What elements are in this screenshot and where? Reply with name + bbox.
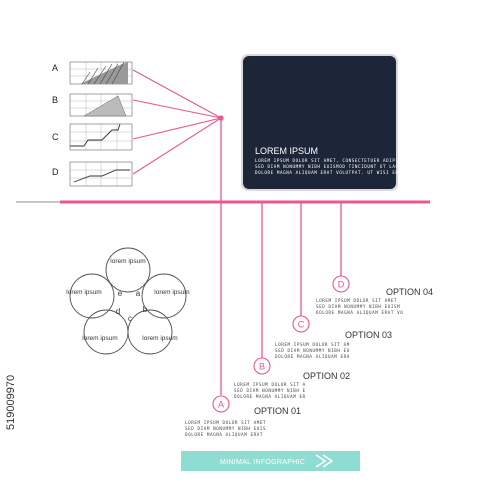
card-line-2: SED DIAM NONUMMY NIBH EUISMOD TINCIDUNT … xyxy=(255,164,411,169)
footer-label: MINIMAL INFOGRAPHIC xyxy=(220,459,305,466)
option-b: B OPTION 02 LOREM IPSUM DOLOR SIT A SED … xyxy=(234,357,350,399)
footer-banner: MINIMAL INFOGRAPHIC xyxy=(181,451,360,471)
card-line-3: DOLORE MAGNA ALIQUAM ERAT VOLUTPAT. UT W… xyxy=(255,170,414,175)
venn-letter-c: c xyxy=(128,314,132,323)
venn-label-bottom-left: lorem ipsum xyxy=(82,335,117,342)
mini-chart-letter-b: B xyxy=(52,95,58,105)
option-a-title: OPTION 01 xyxy=(254,406,301,416)
venn-petal-right xyxy=(141,273,187,319)
option-a-circle xyxy=(212,395,230,413)
option-d-circle xyxy=(332,275,350,293)
option-b-letter: B xyxy=(259,362,265,372)
venn-letter-a: a xyxy=(136,289,141,298)
option-d-title: OPTION 04 xyxy=(386,287,433,297)
option-c-line-1: LOREM IPSUM DOLOR SIT AM xyxy=(275,342,350,347)
option-connectors xyxy=(220,118,342,395)
mini-chart-b: B xyxy=(52,93,133,117)
hatched-bar-chart-icon xyxy=(69,61,133,85)
triangle-area-chart-icon xyxy=(69,93,133,117)
mini-chart-d: D xyxy=(52,161,133,187)
step-line-chart-icon xyxy=(69,123,133,151)
option-a-letter: A xyxy=(218,400,224,410)
option-a: A OPTION 01 LOREM IPSUM DOLOR SIT AMET S… xyxy=(185,395,301,437)
option-d-letter: D xyxy=(338,280,345,290)
option-a-line-2: SED DIAM NONUMMY NIBH EUIS xyxy=(185,426,266,431)
venn-label-top-1: lorem ipsum xyxy=(110,258,145,265)
venn-petal-bottom-right xyxy=(127,309,173,355)
venn-label-left: lorem ipsum xyxy=(66,289,101,296)
option-d-line-2: SED DIAM NONUMMY NIBH EUISM xyxy=(316,304,400,309)
option-c-line-3: DOLORE MAGNA ALIQUAM ERA xyxy=(275,354,350,359)
option-b-title: OPTION 02 xyxy=(303,371,350,381)
mini-chart-a: A xyxy=(52,61,133,85)
option-a-line-1: LOREM IPSUM DOLOR SIT AMET xyxy=(185,420,266,425)
option-b-line-3: DOLORE MAGNA ALIQUAM ER xyxy=(234,394,306,399)
stock-id: 519009970 xyxy=(5,375,17,430)
footer-background xyxy=(181,451,360,471)
option-d-line-1: LOREM IPSUM DOLOR SIT AMET xyxy=(316,298,397,303)
option-b-circle xyxy=(253,357,271,375)
option-d: D OPTION 04 LOREM IPSUM DOLOR SIT AMET S… xyxy=(316,275,433,315)
mini-chart-letter-d: D xyxy=(52,167,59,177)
mini-chart-letter-a: A xyxy=(52,63,58,73)
venn-petal-bottom-left xyxy=(83,309,129,355)
venn-label-right: lorem ipsum xyxy=(154,289,189,296)
card-line-1: LOREM IPSUM DOLOR SIT AMET, CONSECTETUER… xyxy=(255,158,414,163)
mini-chart-c: C xyxy=(52,123,133,151)
option-b-line-1: LOREM IPSUM DOLOR SIT A xyxy=(234,382,306,387)
venn-letter-e: e xyxy=(118,289,123,298)
mini-chart-letter-c: C xyxy=(52,132,59,142)
option-c-line-2: SED DIAM NONUMMY NIBH EU xyxy=(275,348,350,353)
option-c-letter: C xyxy=(298,320,305,330)
option-b-line-2: SED DIAM NONUMMY NIBH E xyxy=(234,388,306,393)
option-c-title: OPTION 03 xyxy=(345,330,392,340)
venn-petal-left xyxy=(69,273,115,319)
fan-connectors xyxy=(132,69,224,175)
option-a-line-3: DOLORE MAGNA ALIQUAM ERAT xyxy=(185,432,263,437)
option-c-circle xyxy=(292,315,310,333)
card-title: LOREM IPSUM xyxy=(255,146,318,156)
venn-letter-b: b xyxy=(143,305,148,314)
option-d-line-3: DOLORE MAGNA ALIQUAM ERAT VO xyxy=(316,310,403,315)
venn-flower-diagram: lorem ipsum lorem ipsum lorem ipsum lore… xyxy=(66,247,190,355)
option-c: C OPTION 03 LOREM IPSUM DOLOR SIT AM SED… xyxy=(275,315,392,359)
venn-letter-d: d xyxy=(116,307,120,316)
info-card: LOREM IPSUM LOREM IPSUM DOLOR SIT AMET, … xyxy=(241,54,414,191)
line-chart-icon xyxy=(69,161,133,187)
venn-petal-top xyxy=(105,247,151,293)
venn-label-bottom-right: lorem ipsum xyxy=(142,335,177,342)
double-chevron-right-icon xyxy=(315,454,334,468)
